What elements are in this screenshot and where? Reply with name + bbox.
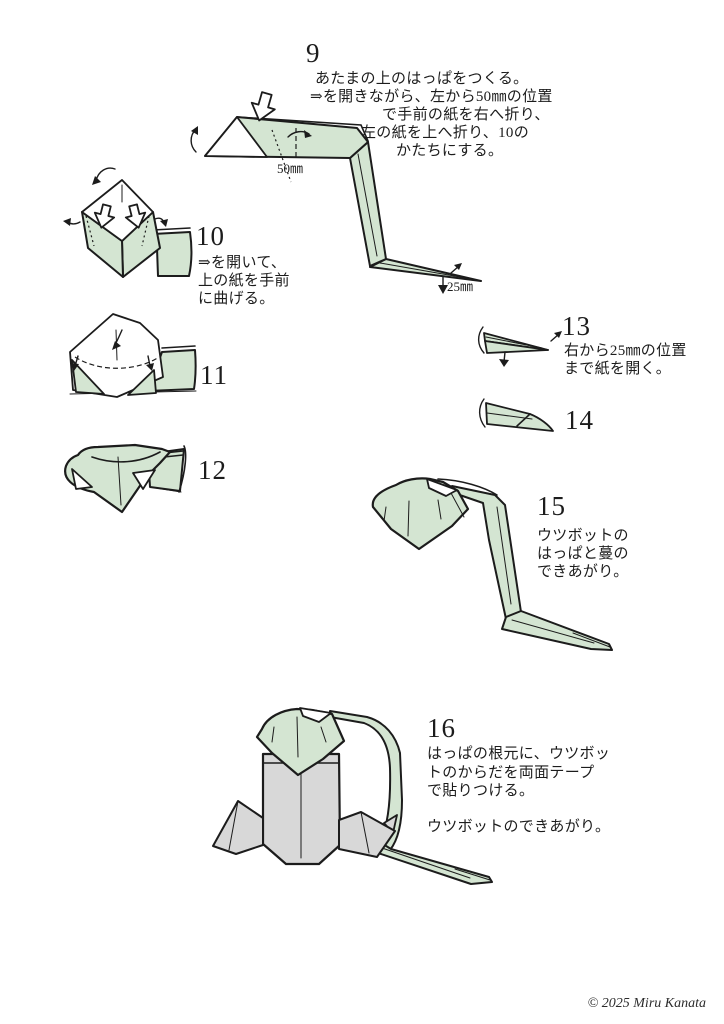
curved-arrow-head: [191, 126, 198, 135]
paper-stem: [349, 141, 387, 267]
step-14-number: 14: [565, 405, 594, 435]
step-16-diagram: [212, 707, 493, 885]
step-16-instruction-line-5: ウツボットのできあがり。: [427, 819, 611, 835]
paper-curled-edge: [477, 326, 485, 354]
step-11-number: 11: [200, 360, 228, 390]
paper-curled-edge: [478, 398, 486, 428]
leaf-crease-tick: [383, 506, 387, 522]
step-11-diagram: [69, 313, 197, 398]
center-crease: [117, 456, 122, 506]
step-9-instruction-line-1: あたまの上のはっぱをつくる。: [315, 71, 529, 87]
leaf-curl-opening: [426, 478, 458, 497]
leaf-crease-tick: [437, 499, 442, 520]
step-16-instruction-line-3: で貼りつける。: [427, 783, 535, 799]
paper-strip-edge-line: [152, 227, 191, 231]
rotate-arrow-head: [304, 130, 312, 138]
step-10-diagram: [63, 167, 193, 278]
paper-hood: [64, 443, 172, 514]
step-16-number: 16: [427, 713, 456, 743]
step-16-instruction-line-1: はっぱの根元に、ウツボッ: [427, 746, 611, 762]
paper-leaf-white-layer: [204, 116, 268, 158]
paper-point-lower: [484, 340, 549, 354]
step-12-number: 12: [198, 455, 227, 485]
step-15-instruction-line-1: ウツボットの: [537, 528, 629, 544]
step-9-diagram: [190, 91, 482, 294]
leaf-crease-tick: [407, 500, 410, 537]
curved-arrow-head: [112, 341, 121, 350]
paper-strip-edge-line: [161, 345, 196, 349]
paper-stem-crease: [357, 153, 378, 257]
leaf-fold-line: [450, 492, 465, 518]
fold-line-dashed: [74, 356, 160, 369]
step-13-instruction-line-1: 右から25㎜の位置: [564, 343, 687, 359]
rolled-edge-line: [91, 451, 161, 463]
step-14-diagram: [478, 398, 554, 432]
side-arrow-right-head: [160, 219, 168, 227]
step-9-instruction-line-3: で手前の紙を右へ折り、: [382, 107, 550, 123]
paper-tail-layer-line: [379, 262, 478, 281]
paper-right-flap: [127, 369, 157, 396]
leaf-crease-tick: [296, 716, 299, 758]
step-13-instruction-line-2: まで紙を開く。: [564, 361, 672, 377]
curved-arrow-head: [92, 176, 101, 185]
vine-tail-layer-line: [381, 847, 471, 879]
leaf-crease-tick: [320, 726, 327, 743]
vine-blade-line: [572, 632, 611, 648]
step-10-number: 10: [196, 221, 225, 251]
step-10-instruction-line-2: 上の紙を手前: [198, 273, 290, 289]
side-arrow-left-head: [63, 218, 71, 226]
open-arrow-head: [554, 331, 562, 338]
paper-fold-line: [516, 413, 531, 427]
push-arrow-icon: [93, 203, 116, 229]
measure-arrow-head: [438, 285, 448, 294]
down-arrow-left-head: [70, 363, 79, 371]
leaf-curl-opening: [299, 707, 332, 723]
paper-leaf-back-edge: [236, 116, 369, 142]
fold-line-dotted: [271, 129, 292, 183]
step-15-number: 15: [537, 491, 566, 521]
copyright-notice: © 2025 Miru Kanata: [587, 996, 706, 1011]
paper-strip: [152, 231, 193, 277]
step-16-instruction-line-2: トのからだを両面テープ: [427, 765, 595, 781]
step-13-diagram: [477, 326, 562, 367]
paper-white-left: [71, 468, 93, 490]
measure-arrow-head: [499, 359, 509, 367]
down-arrow-right-head: [146, 363, 154, 371]
paper-layer-line: [485, 336, 543, 349]
step-10-instruction-line-1: ⇒を開いて、: [198, 255, 287, 271]
paper-white-right: [132, 469, 156, 490]
step-10-instruction-line-3: に曲げる。: [198, 291, 275, 307]
vine-stem-crease: [496, 506, 512, 605]
paper-vine-tail: [501, 610, 613, 651]
push-arrow-icon: [250, 91, 276, 122]
step-15-diagram: [371, 477, 613, 651]
paper-left-flap: [71, 359, 105, 395]
step-15-instruction-line-3: できあがり。: [537, 564, 629, 580]
paper-leaf: [255, 707, 346, 777]
push-arrow-icon: [124, 203, 147, 229]
step-9-instruction-line-4: 左の紙を上へ折り、10の: [361, 125, 530, 141]
step-12-diagram: [64, 443, 187, 514]
left-arm-crease: [228, 800, 239, 851]
paper-right-arm: [338, 811, 396, 858]
paper-strip-lower-line: [149, 486, 182, 493]
leaf-crease-tick: [271, 726, 275, 743]
step-13-number: 13: [562, 311, 591, 341]
measurement-label-50mm: 50㎜: [277, 161, 304, 176]
vine-blade-line: [454, 868, 491, 881]
paper-strip-torn-edge: [178, 445, 187, 493]
step-15-instruction-line-2: はっぱと蔓の: [537, 546, 629, 562]
vine-tail-layer-line: [511, 619, 595, 644]
fold-line-dotted-left: [85, 215, 95, 247]
open-arrow-head: [454, 263, 462, 270]
measurement-label-25mm: 25㎜: [447, 279, 474, 294]
step-9-instruction-line-5: かたちにする。: [396, 143, 504, 159]
fold-line-dotted-right: [141, 215, 150, 247]
paper-left-arm: [212, 800, 264, 855]
vine-attach-edge: [437, 478, 498, 496]
curved-arrow-icon: [95, 167, 116, 182]
right-arm-crease: [360, 811, 370, 854]
step-9-instruction-line-2: ⇒を開きながら、左から50㎜の位置: [310, 89, 553, 105]
step-9-number: 9: [306, 38, 321, 68]
